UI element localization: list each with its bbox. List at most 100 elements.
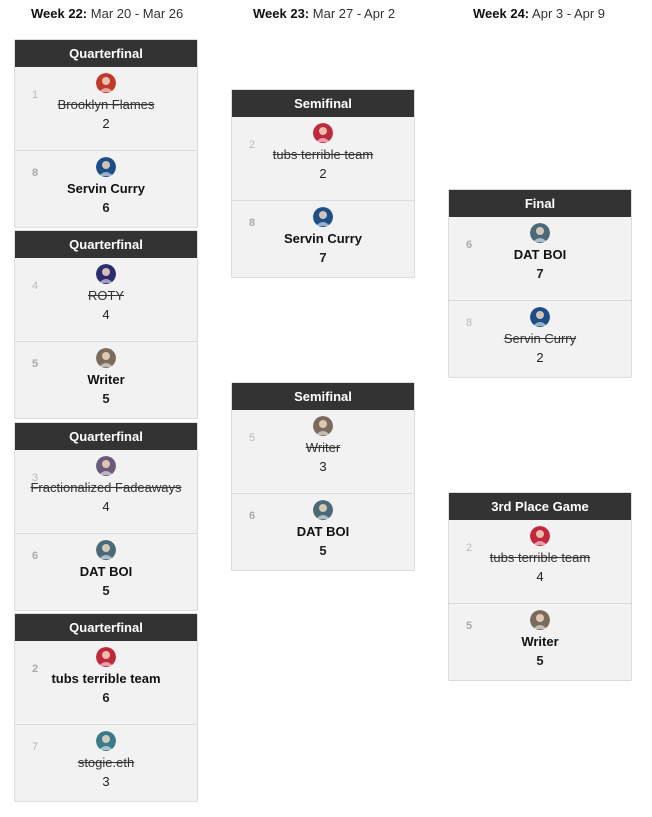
team-seed: 6 bbox=[32, 550, 39, 562]
stogie-avatar-icon bbox=[96, 731, 116, 751]
team-score: 7 bbox=[319, 250, 327, 265]
curry-avatar-icon bbox=[530, 307, 550, 327]
team-name[interactable]: Brooklyn Flames bbox=[57, 97, 155, 112]
team-score: 7 bbox=[536, 266, 544, 281]
team-score: 6 bbox=[102, 690, 110, 705]
team-name[interactable]: DAT BOI bbox=[296, 524, 350, 539]
week-dates: Apr 3 - Apr 9 bbox=[532, 6, 606, 21]
team-name[interactable]: tubs terrible team bbox=[489, 550, 591, 565]
team-score: 5 bbox=[102, 583, 110, 598]
writer-avatar-icon bbox=[96, 348, 116, 368]
team-score: 4 bbox=[102, 307, 110, 322]
team-name[interactable]: Fractionalized Fadeaways bbox=[30, 480, 182, 495]
team-score: 2 bbox=[319, 166, 327, 181]
quarterfinal-match-4[interactable]: Quarterfinal 2 tubs terrible team 6 7 stogie.… bbox=[14, 613, 198, 802]
team-name[interactable]: Servin Curry bbox=[503, 331, 577, 346]
match-title: Quarterfinal bbox=[15, 231, 197, 258]
team-seed: 8 bbox=[249, 217, 256, 229]
team-score: 5 bbox=[536, 653, 544, 668]
team-seed: 8 bbox=[32, 167, 39, 179]
team-slot[interactable]: 2 tubs terrible team 4 bbox=[449, 526, 631, 603]
team-score: 5 bbox=[319, 543, 327, 558]
team-name[interactable]: Writer bbox=[305, 440, 341, 455]
team-score: 3 bbox=[319, 459, 327, 474]
team-seed: 2 bbox=[32, 663, 39, 675]
team-score: 6 bbox=[102, 200, 110, 215]
team-score: 5 bbox=[102, 391, 110, 406]
team-name[interactable]: stogie.eth bbox=[77, 755, 135, 770]
week-22-header: Week 22: Mar 20 - Mar 26 bbox=[31, 6, 183, 21]
team-seed: 8 bbox=[466, 317, 473, 329]
team-score: 4 bbox=[536, 569, 544, 584]
match-title: Quarterfinal bbox=[15, 614, 197, 641]
week-label: Week 22: bbox=[31, 6, 88, 21]
week-dates: Mar 20 - Mar 26 bbox=[90, 6, 184, 21]
team-seed: 5 bbox=[32, 358, 39, 370]
datboi-avatar-icon bbox=[96, 540, 116, 560]
team-name[interactable]: Servin Curry bbox=[66, 181, 146, 196]
team-name[interactable]: Writer bbox=[87, 372, 125, 387]
team-score: 3 bbox=[102, 774, 110, 789]
team-slot[interactable]: 7 stogie.eth 3 bbox=[15, 724, 197, 801]
curry-avatar-icon bbox=[96, 157, 116, 177]
team-slot[interactable]: 2 tubs terrible team 2 bbox=[232, 123, 414, 200]
datboi-avatar-icon bbox=[313, 500, 333, 520]
match-title: Final bbox=[449, 190, 631, 217]
team-seed: 5 bbox=[249, 432, 256, 444]
curry-avatar-icon bbox=[313, 207, 333, 227]
week-label: Week 24: bbox=[473, 6, 530, 21]
match-title: Quarterfinal bbox=[15, 423, 197, 450]
tubs-avatar-icon bbox=[96, 647, 116, 667]
team-score: 2 bbox=[102, 116, 110, 131]
team-name[interactable]: Servin Curry bbox=[283, 231, 363, 246]
team-name[interactable]: ROTY bbox=[87, 288, 125, 303]
team-name[interactable]: tubs terrible team bbox=[272, 147, 374, 162]
team-score: 2 bbox=[536, 350, 544, 365]
week-24-header: Week 24: Apr 3 - Apr 9 bbox=[473, 6, 605, 21]
week-23-header: Week 23: Mar 27 - Apr 2 bbox=[253, 6, 395, 21]
match-title: Semifinal bbox=[232, 90, 414, 117]
team-score: 4 bbox=[102, 499, 110, 514]
team-seed: 1 bbox=[32, 89, 39, 101]
writer-avatar-icon bbox=[313, 416, 333, 436]
team-name[interactable]: Writer bbox=[521, 634, 559, 649]
team-seed: 5 bbox=[466, 620, 473, 632]
team-seed: 7 bbox=[32, 741, 39, 753]
tubs-avatar-icon bbox=[530, 526, 550, 546]
match-title: Quarterfinal bbox=[15, 40, 197, 67]
team-name[interactable]: tubs terrible team bbox=[51, 671, 161, 686]
writer-avatar-icon bbox=[530, 610, 550, 630]
team-seed: 3 bbox=[32, 472, 39, 484]
team-name[interactable]: DAT BOI bbox=[79, 564, 133, 579]
roty-avatar-icon bbox=[96, 264, 116, 284]
week-dates: Mar 27 - Apr 2 bbox=[312, 6, 396, 21]
fadeaways-avatar-icon bbox=[96, 456, 116, 476]
datboi-avatar-icon bbox=[530, 223, 550, 243]
match-title: Semifinal bbox=[232, 383, 414, 410]
team-seed: 6 bbox=[249, 510, 256, 522]
flames-icon bbox=[96, 73, 116, 93]
team-seed: 2 bbox=[249, 139, 256, 151]
team-seed: 2 bbox=[466, 542, 473, 554]
team-name[interactable]: DAT BOI bbox=[513, 247, 567, 262]
team-slot[interactable]: 2 tubs terrible team 6 bbox=[15, 647, 197, 724]
